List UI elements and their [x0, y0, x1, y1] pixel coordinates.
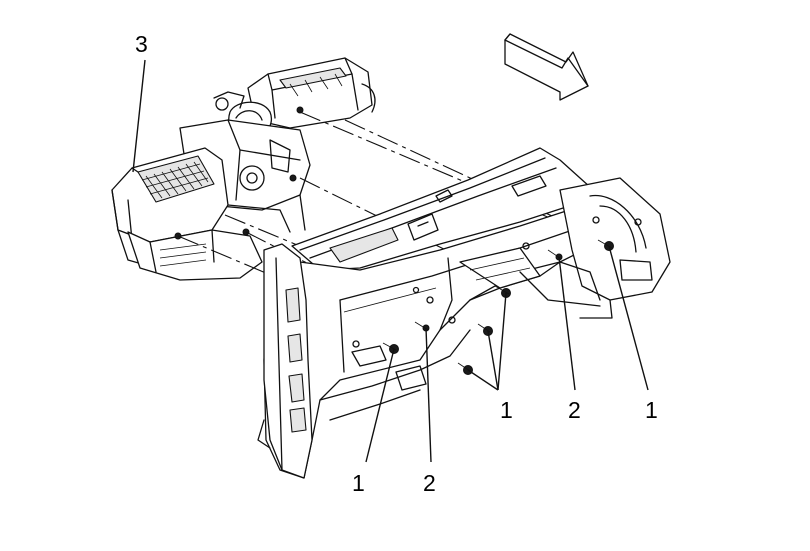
leader-lines	[132, 59, 649, 463]
forward-direction-arrow	[504, 33, 589, 101]
dash-panel	[257, 147, 671, 479]
callout-3-top: 3	[135, 31, 148, 57]
callout-1-right: 1	[645, 397, 658, 423]
callout-1-bottom-left: 1	[352, 470, 365, 496]
callout-1-mid: 1	[500, 397, 513, 423]
callout-2-right: 2	[568, 397, 581, 423]
fasteners	[382, 239, 614, 375]
callouts: 3 1 2 1 2 1	[135, 31, 658, 496]
callout-2-bottom-mid: 2	[423, 470, 436, 496]
hvac-module-assembly	[111, 57, 376, 281]
